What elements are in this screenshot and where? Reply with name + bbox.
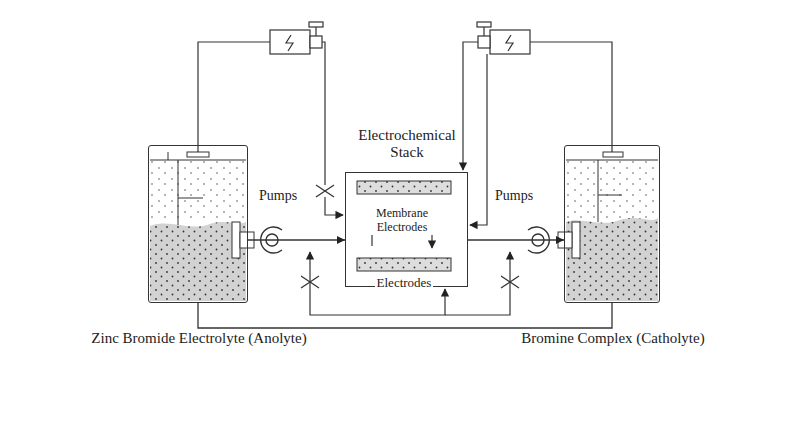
valve-symbol xyxy=(270,22,530,54)
tank-flange xyxy=(572,222,580,258)
pipe xyxy=(198,42,612,315)
stack-title: Electrochemical Stack xyxy=(347,127,467,162)
pump-label: Pumps xyxy=(258,188,298,204)
storage-tank: Zinc Bromide Electrolyte (Anolyte) xyxy=(148,145,248,303)
electrode-plate xyxy=(357,258,451,271)
stack-box: Electrochemical StackMembrane Electrodes… xyxy=(345,172,468,287)
tank-label: Zinc Bromide Electrolyte (Anolyte) xyxy=(74,330,324,347)
electrode-plate xyxy=(357,181,451,194)
storage-tank: Bromine Complex (Catholyte) xyxy=(564,145,660,303)
stack-label: Membrane Electrodes xyxy=(362,207,442,235)
pipe-connector xyxy=(468,236,564,244)
tank-flange xyxy=(232,222,240,258)
stack-label: Electrodes xyxy=(375,276,434,291)
electrode-plate xyxy=(357,181,451,194)
tank-label: Bromine Complex (Catholyte) xyxy=(508,330,718,347)
catholyte-liquid xyxy=(566,152,658,301)
pump-label: Pumps xyxy=(494,188,534,204)
pipe-connector xyxy=(198,303,612,328)
anolyte-liquid xyxy=(150,152,246,301)
pipe-connector xyxy=(248,236,345,244)
restrictor-symbol xyxy=(301,185,519,288)
electrode-plate xyxy=(357,258,451,271)
